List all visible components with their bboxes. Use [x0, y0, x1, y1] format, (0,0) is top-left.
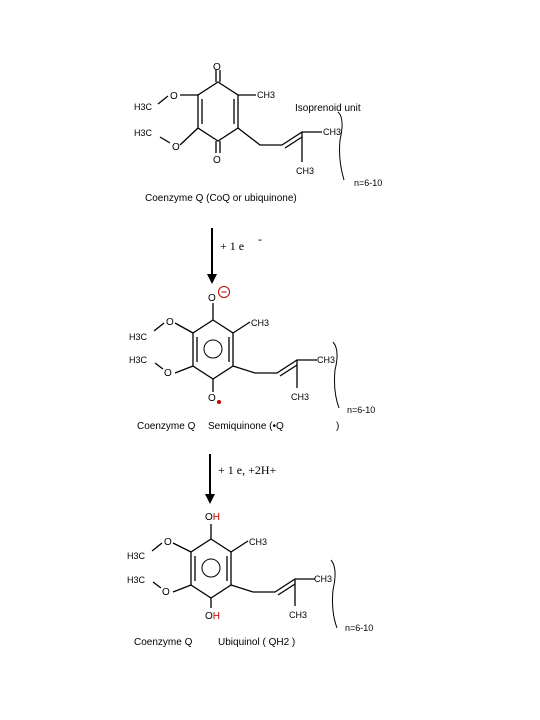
- methoxy-o-bottom: O: [164, 368, 172, 379]
- repeat-bracket: [332, 341, 340, 409]
- ubiquinol-caption-left: Coenzyme Q: [134, 637, 193, 648]
- aromatic-circle: [203, 339, 223, 359]
- reaction-2-label: + 1 e, +2H+: [218, 463, 277, 477]
- carbonyl-o-top: O: [213, 62, 221, 73]
- semiquinone-caption-right: Semiquinone (•Q: [208, 421, 284, 432]
- semiquinone-ring: [192, 319, 234, 380]
- methyl-h3c-top: H3C: [127, 551, 146, 561]
- methyl-h3c-bottom: H3C: [134, 128, 153, 138]
- radical-dot-icon: [217, 400, 221, 404]
- ring-ch3: CH3: [251, 318, 269, 328]
- methyl-h3c-bottom: H3C: [129, 355, 148, 365]
- isoprenoid-chain: [237, 127, 322, 146]
- ubiquinol-caption-right: Ubiquinol ( QH2 ): [218, 637, 295, 648]
- methyl-h3c-bottom: H3C: [127, 575, 146, 585]
- methoxy-o-bottom: O: [162, 587, 170, 598]
- repeat-bracket: [330, 559, 338, 629]
- hydroxyl-top: OH: [205, 512, 220, 523]
- methoxy-o-top: O: [166, 317, 174, 328]
- reaction-arrow-2: + 1 e, +2H+: [205, 454, 277, 504]
- isoprenoid-chain: [230, 578, 315, 593]
- aromatic-circle: [201, 558, 221, 578]
- methoxy-o-top: O: [164, 537, 172, 548]
- isoprenoid-unit-label: Isoprenoid unit: [295, 103, 361, 114]
- chain-ch3: CH3: [314, 574, 332, 584]
- ubiquinone-structure: O O O H3C O H3C CH3 CH3 CH3 Isoprenoid u…: [134, 62, 382, 204]
- methyl-h3c-top: H3C: [134, 102, 153, 112]
- branch-ch3: CH3: [291, 392, 309, 402]
- radical-o-bottom: O: [208, 393, 216, 404]
- branch-ch3: CH3: [296, 166, 314, 176]
- semiquinone-caption-left: Coenzyme Q: [137, 421, 196, 432]
- chain-ch3: CH3: [317, 355, 335, 365]
- methyl-h3c-top: H3C: [129, 332, 148, 342]
- methoxy-o-top: O: [170, 91, 178, 102]
- repeat-bracket: [337, 111, 345, 181]
- semiquinone-structure: O O O H3C O H3C CH3 CH3 CH3 n=6-10 Coenz…: [129, 286, 375, 432]
- ubiquinol-structure: OH OH O H3C O H3C CH3 CH3 CH3 n=6-10 Coe…: [127, 512, 373, 648]
- phenoxide-o-top: O: [208, 293, 216, 304]
- negative-charge-icon: [218, 286, 230, 298]
- repeat-count: n=6-10: [347, 405, 375, 415]
- svg-text:-: -: [258, 232, 262, 246]
- chain-ch3: CH3: [323, 127, 341, 137]
- carbonyl-o-bottom: O: [213, 155, 221, 166]
- branch-ch3: CH3: [289, 610, 307, 620]
- isoprenoid-chain: [232, 359, 317, 374]
- methoxy-o-bottom: O: [172, 142, 180, 153]
- repeat-count: n=6-10: [354, 178, 382, 188]
- hydroxyl-bottom: OH: [205, 611, 220, 622]
- ubiquinone-caption: Coenzyme Q (CoQ or ubiquinone): [145, 193, 297, 204]
- ring-ch3: CH3: [249, 537, 267, 547]
- ring-ch3: CH3: [257, 90, 275, 100]
- repeat-count: n=6-10: [345, 623, 373, 633]
- reaction-1-label: + 1 e: [220, 239, 244, 253]
- quinone-ring: [197, 81, 239, 142]
- semiquinone-caption-close: ): [336, 421, 339, 432]
- ubiquinol-ring: [190, 538, 232, 599]
- reaction-arrow-1: + 1 e -: [207, 228, 262, 284]
